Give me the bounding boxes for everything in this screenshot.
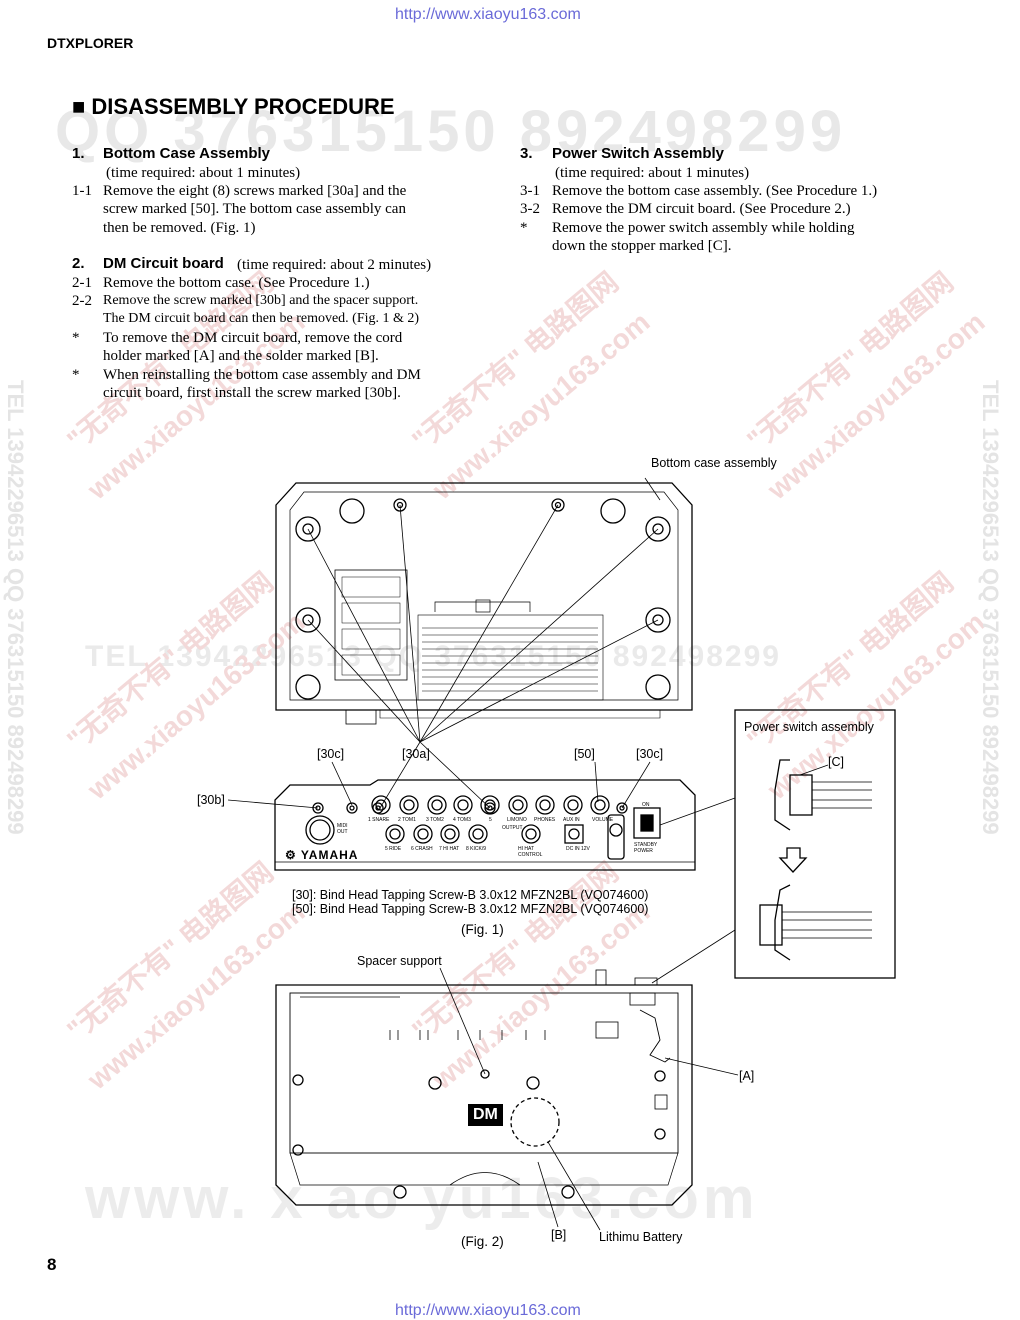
jack-label: PHONES — [534, 817, 556, 823]
page-number: 8 — [47, 1255, 57, 1274]
jack-label: HI HAT CONTROL — [518, 846, 543, 858]
bottom-url[interactable]: http://www.xiaoyu163.com — [395, 1302, 581, 1319]
jack-label: 2 TOM1 — [398, 817, 416, 823]
section-1-title: Bottom Case Assembly — [103, 145, 270, 162]
top-url[interactable]: http://www.xiaoyu163.com — [395, 6, 581, 23]
jack-label: AUX IN — [563, 817, 580, 823]
bottom-case-drawing — [275, 482, 693, 725]
fig1-caption: (Fig. 1) — [461, 922, 504, 937]
dm-badge: DM — [468, 1104, 503, 1126]
watermark-qq: QQ 376315150 892498299 — [55, 99, 847, 164]
brand-logo: ⚙ YAMAHA — [285, 848, 359, 862]
step-id: 3-1 — [520, 183, 540, 199]
jack-label: 5 — [489, 817, 492, 823]
jack-label: 3 TOM2 — [426, 817, 444, 823]
output-label: OUTPUT — [502, 825, 523, 831]
jack-label: 6 CRASH — [411, 846, 433, 852]
watermark-tel: TEL 13942296513 QQ 376315150 892498299 — [85, 640, 781, 673]
step-id: 3-2 — [520, 201, 540, 217]
step-text: circuit board, first install the screw m… — [103, 385, 401, 401]
step-id: * — [520, 220, 528, 236]
jack-label: VOLUME — [592, 817, 614, 823]
step-text: When reinstalling the bottom case assemb… — [103, 367, 421, 383]
section-1-number: 1. — [72, 145, 85, 162]
step-id: 2-1 — [72, 275, 92, 291]
battery-label: Lithimu Battery — [599, 1230, 683, 1244]
section-3-time: (time required: about 1 minutes) — [555, 165, 750, 181]
spacer-support-label: Spacer support — [357, 954, 442, 968]
step-text: The DM circuit board can then be removed… — [103, 311, 420, 326]
callout-30c-left: [30c] — [317, 747, 345, 761]
section-2-number: 2. — [72, 255, 85, 272]
step-text: Remove the DM circuit board. (See Proced… — [552, 201, 851, 217]
page-title: ■ DISASSEMBLY PROCEDURE — [72, 94, 395, 119]
model-header: DTXPLORER — [47, 35, 134, 51]
rear-panel-drawing — [274, 779, 696, 871]
step-id: * — [72, 367, 80, 383]
brand-text: YAMAHA — [300, 848, 359, 862]
section-1-time: (time required: about 1 minutes) — [106, 165, 301, 181]
jack-label: L/MONO — [507, 817, 527, 823]
step-text: down the stopper marked [C]. — [552, 238, 732, 254]
step-id: 2-2 — [72, 293, 92, 309]
step-text: Remove the eight (8) screws marked [30a]… — [103, 183, 407, 199]
watermark-site-bottom: www. x ao yu163.com — [85, 1166, 759, 1231]
dm-board-drawing — [275, 969, 693, 1206]
power-switch-label: Power switch assembly — [744, 720, 874, 734]
callout-b: [B] — [551, 1228, 567, 1242]
section-2-time: (time required: about 2 minutes) — [237, 257, 432, 273]
step-id: 1-1 — [72, 183, 92, 199]
midi-out-label: MIDI OUT — [337, 823, 348, 835]
jack-label: 7 HI HAT — [439, 846, 460, 852]
section-2-title: DM Circuit board — [103, 255, 224, 272]
callout-30a: [30a] — [402, 747, 430, 761]
section-3-number: 3. — [520, 145, 533, 162]
jack-label: 4 TOM3 — [453, 817, 471, 823]
step-text: Remove the bottom case assembly. (See Pr… — [552, 183, 878, 199]
step-text: To remove the DM circuit board, remove t… — [103, 330, 403, 346]
step-text: holder marked [A] and the solder marked … — [103, 348, 379, 364]
section-3-title: Power Switch Assembly — [552, 145, 725, 162]
step-text: screw marked [50]. The bottom case assem… — [103, 201, 406, 217]
fig2-caption: (Fig. 2) — [461, 1234, 504, 1249]
switch-label: STANDBY POWER — [634, 842, 658, 854]
screw-note-30: [30]: Bind Head Tapping Screw-B 3.0x12 M… — [292, 888, 649, 902]
step-text: Remove the power switch assembly while h… — [552, 220, 855, 236]
step-text: Remove the bottom case. (See Procedure 1… — [103, 275, 370, 291]
step-text: then be removed. (Fig. 1) — [103, 220, 256, 236]
callout-50: [50] — [574, 747, 595, 761]
jack-label: 5 RIDE — [385, 846, 402, 852]
jack-label: 1 SNARE — [368, 817, 390, 823]
power-switch-inset — [651, 709, 896, 984]
switch-on-label: ON — [642, 802, 650, 808]
callout-a: [A] — [739, 1069, 755, 1083]
step-text: Remove the screw marked [30b] and the sp… — [103, 293, 419, 308]
jack-label: DC IN 12V — [566, 846, 590, 852]
jack-label: 8 KICK/9 — [466, 846, 487, 852]
bottom-case-label: Bottom case assembly — [651, 456, 777, 470]
callout-30b: [30b] — [197, 793, 225, 807]
callout-c: [C] — [828, 755, 844, 769]
screw-note-50: [50]: Bind Head Tapping Screw-B 3.0x12 M… — [292, 902, 649, 916]
step-id: * — [72, 330, 80, 346]
callout-30c-right: [30c] — [636, 747, 664, 761]
